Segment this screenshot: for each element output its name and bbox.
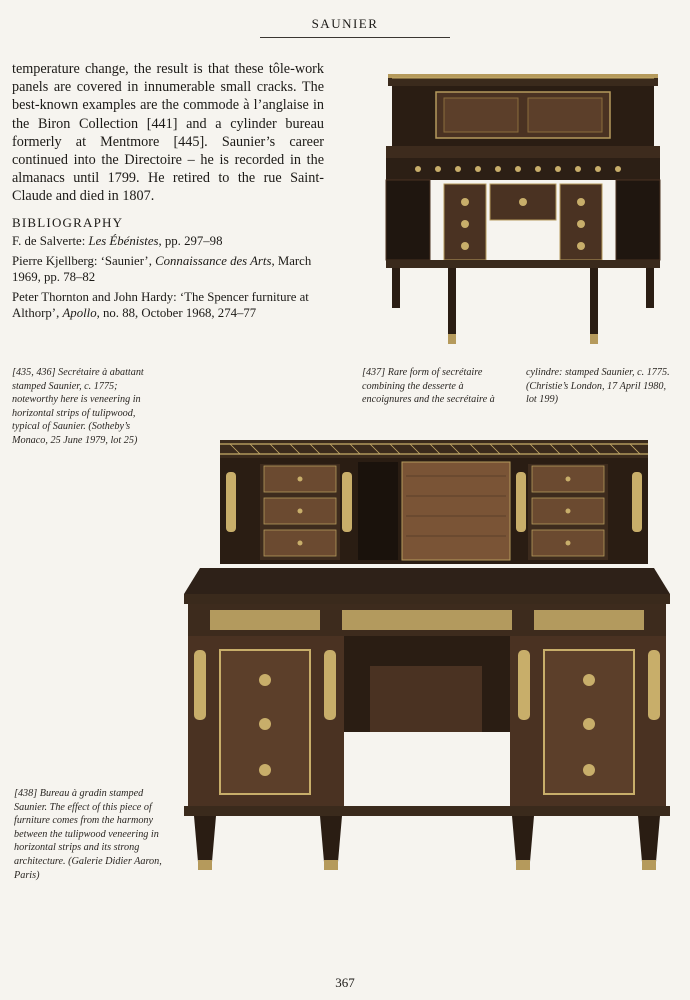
bibliography-entry: F. de Salverte: Les Ébénistes, pp. 297–9… [12,234,223,248]
bibliography-list: F. de Salverte: Les Ébénistes, pp. 297–9… [12,233,332,325]
bureau-a-gradin-photo [184,440,670,870]
caption-fig-438: [438] Bureau à gradin stamped Saunier. T… [14,788,162,881]
caption-fig-437-right: cylindre: stamped Saunier, c. 1775. (Chr… [526,367,670,406]
running-head: SAUNIER [311,16,379,31]
cylinder-secretaire-photo [385,74,661,344]
caption-fig-435-436: [435, 436] Secrétaire à abattant stamped… [12,367,144,446]
header-rule [260,37,450,38]
bibliography-entry: Pierre Kjellberg: ‘Saunier’, Connaissanc… [12,253,312,285]
bibliography-heading: BIBLIOGRAPHY [12,215,124,230]
page-number: 367 [335,975,355,990]
caption-fig-437-left: [437] Rare form of secrétaire combining … [362,367,495,406]
body-paragraph: temperature change, the result is that t… [12,61,324,205]
bibliography-entry: Peter Thornton and John Hardy: ‘The Spen… [12,289,309,321]
